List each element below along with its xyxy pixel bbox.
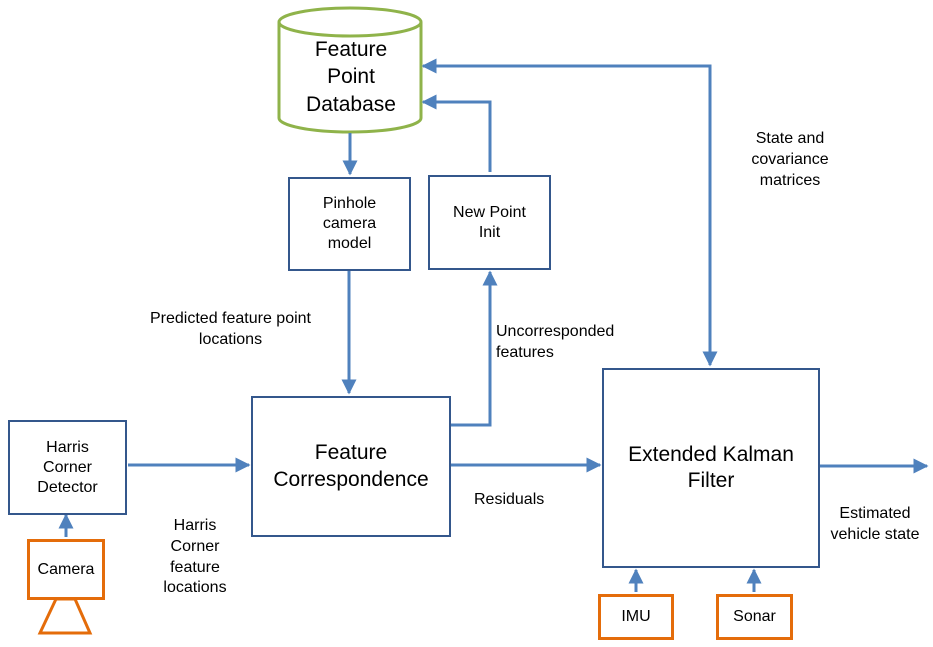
arrow-newpoint-to-db bbox=[421, 94, 492, 172]
harris-locations-label: Harris Corner feature locations bbox=[163, 517, 227, 597]
sonar-box: Sonar bbox=[716, 594, 793, 640]
arrow-db-ekf-bidirectional bbox=[421, 58, 718, 367]
estimated-state-label: Estimated vehicle state bbox=[830, 505, 920, 543]
camera-box: Camera bbox=[27, 539, 105, 600]
imu-box: IMU bbox=[598, 594, 674, 640]
arrow-correspondence-to-newpoint bbox=[451, 270, 498, 427]
pinhole-camera-model-box: Pinhole camera model bbox=[288, 177, 411, 271]
uncorresponded-features-label: Uncorresponded features bbox=[496, 323, 615, 361]
feature-correspondence-box: Feature Correspondence bbox=[251, 396, 451, 537]
predicted-locations-label: Predicted feature point locations bbox=[150, 310, 311, 348]
new-point-init-box: New Point Init bbox=[428, 175, 551, 270]
camera-lens-triangle bbox=[37, 597, 93, 635]
state-covariance-label: State and covariance matrices bbox=[751, 130, 829, 189]
extended-kalman-filter-box: Extended Kalman Filter bbox=[602, 368, 820, 568]
database-label: Feature Point Database bbox=[306, 38, 396, 116]
harris-corner-detector-box: Harris Corner Detector bbox=[8, 420, 127, 515]
feature-point-database-cylinder bbox=[277, 6, 423, 134]
residuals-label: Residuals bbox=[474, 491, 545, 508]
